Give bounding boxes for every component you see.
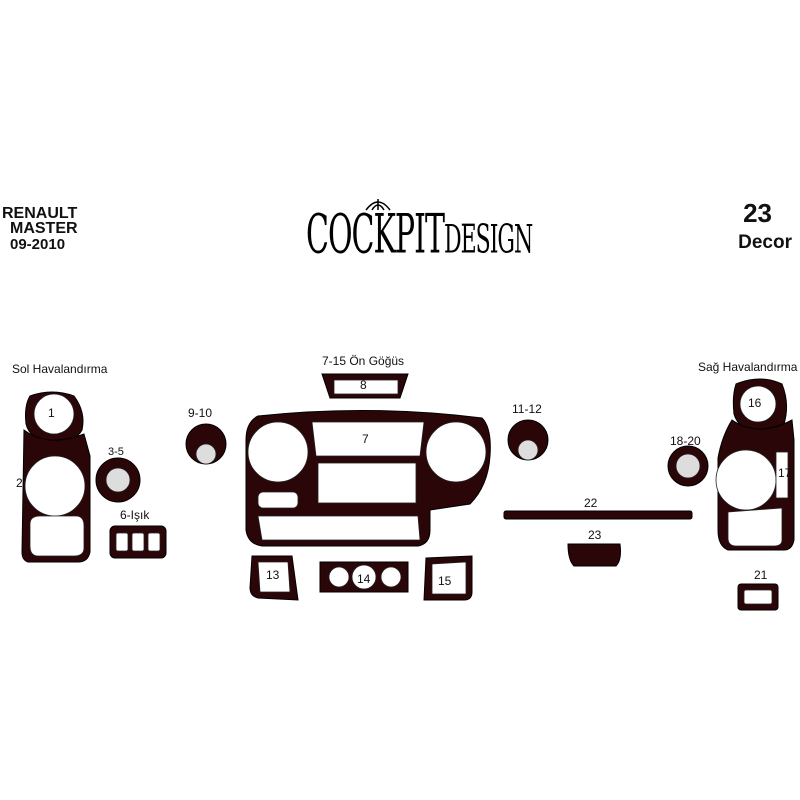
model-name: MASTER [10,220,78,237]
part-number-17: 17 [778,466,792,480]
piece-label: Decor [738,232,792,253]
logo-text-main: COCKPIT [306,204,445,267]
label-left-vent: Sol Havalandırma [12,362,108,376]
model-years: 09-2010 [10,236,66,253]
part-number-1: 1 [48,406,55,420]
label-front-console: 7-15 Ön Göğüs [322,354,405,368]
logo-emblem-icon [365,199,391,211]
part-number-18-20: 18-20 [670,434,701,448]
label-right-vent: Sağ Havalandırma [698,360,798,374]
piece-count: 23 [743,198,772,228]
piece-23 [567,543,621,567]
logo-text-sub: DESIGN [443,218,533,264]
cockpit-design-logo: COCKPITDESIGN [300,196,533,272]
part-number-21: 21 [754,568,768,582]
part-number-13: 13 [266,568,280,582]
part-number-15: 15 [438,574,452,588]
piece-22 [503,510,693,520]
part-number-2: 2 [16,476,23,490]
part-number-14: 14 [357,572,371,586]
part-number-16: 16 [748,396,762,410]
part-number-22: 22 [584,496,598,510]
part-number-9-10: 9-10 [188,406,213,420]
part-number-23: 23 [588,528,602,542]
part-number-7: 7 [362,432,369,446]
part-number-8: 8 [360,378,367,392]
label-light: 6-Işık [120,508,150,522]
part-number-3-5: 3-5 [108,446,124,458]
part-number-11-12: 11-12 [512,402,542,416]
brand-name: RENAULT [2,205,78,222]
